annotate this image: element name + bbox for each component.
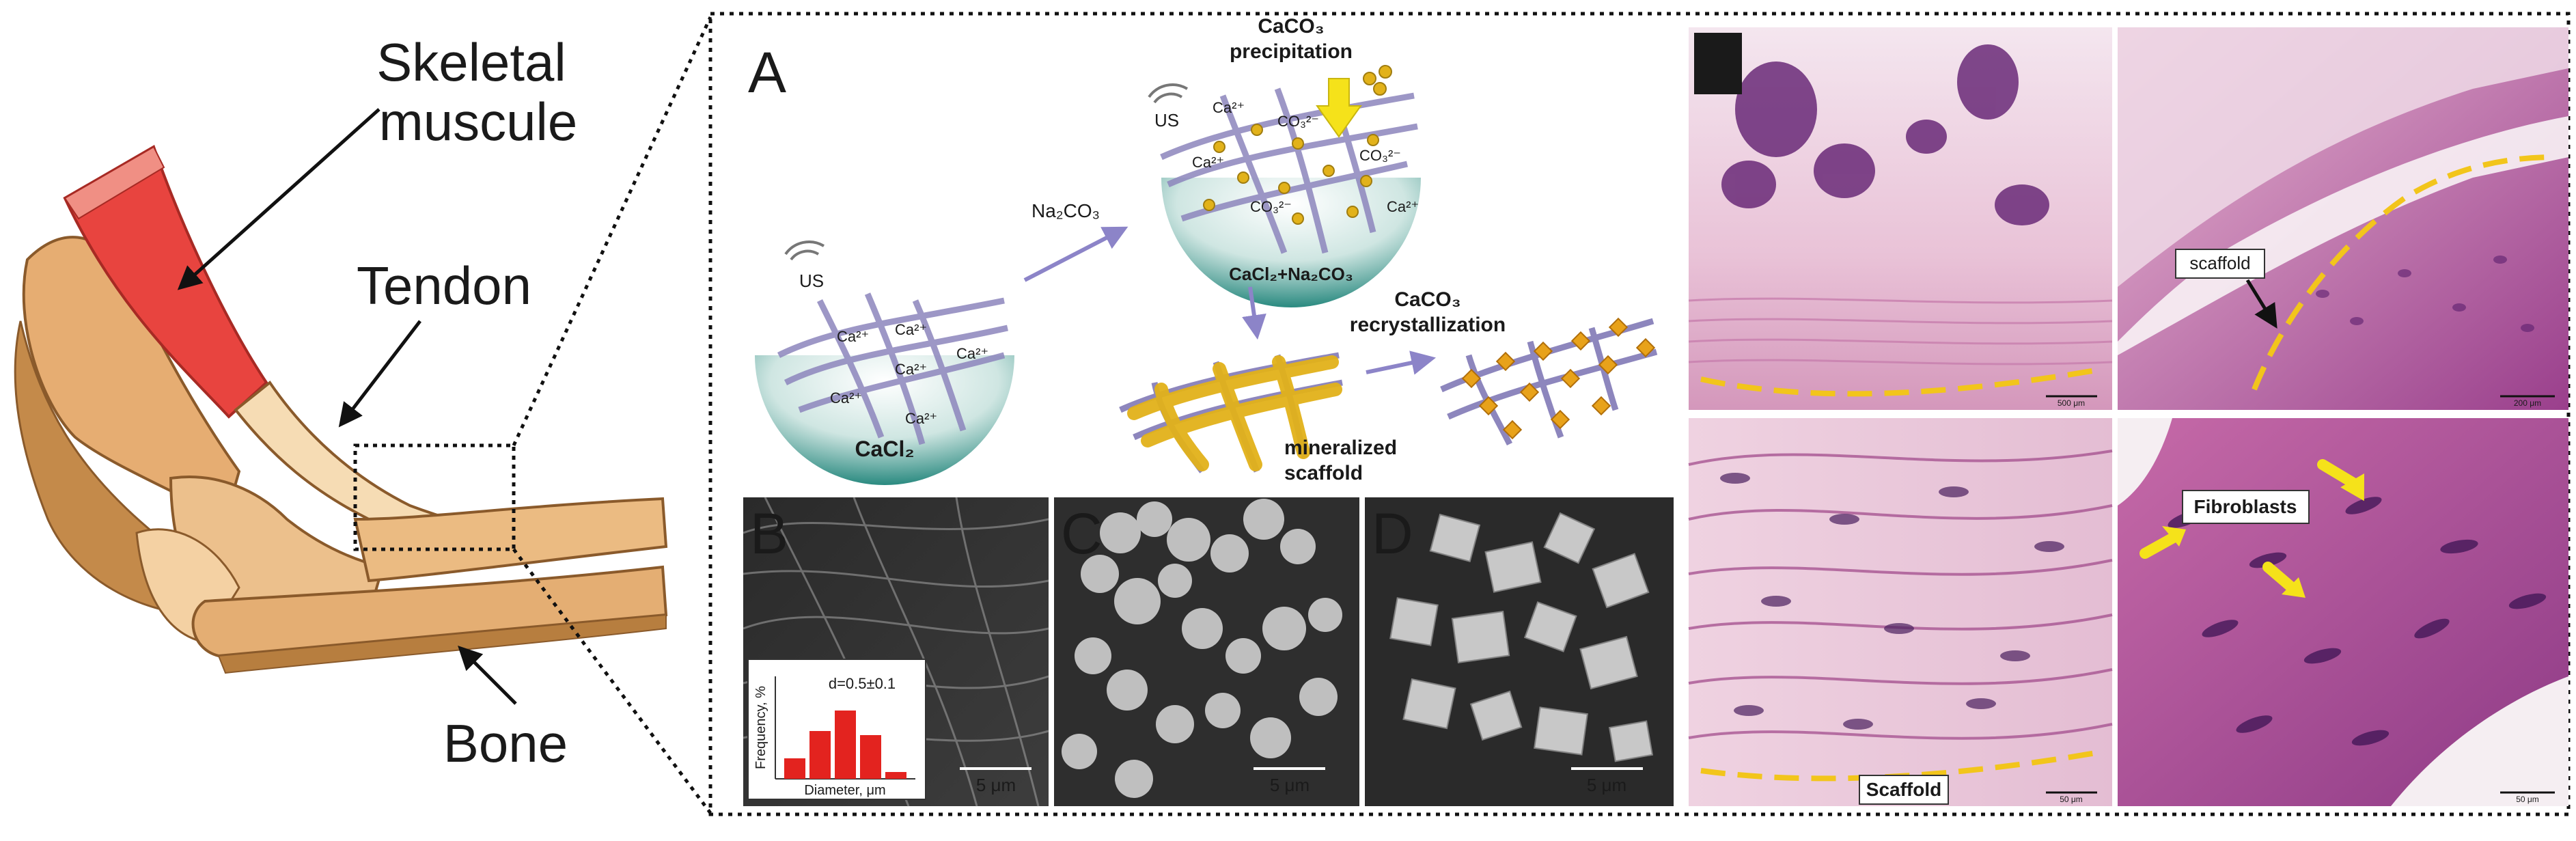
- arrow-bone: [458, 646, 517, 705]
- panel-letter-e: E: [1699, 34, 1737, 98]
- histology-bottom-left: Scaffold 50 μm: [1688, 418, 2113, 806]
- scale-bar-br: 50 μm: [2516, 795, 2539, 804]
- histogram-bar: [784, 758, 805, 779]
- label-skeletal-muscle-1: Skeletal: [376, 32, 566, 92]
- ca-ion-4: Ca²⁺: [895, 361, 927, 378]
- panel-letter-a: A: [748, 40, 786, 105]
- histogram-bar: [835, 711, 856, 779]
- label-caco3-precip-1: CaCO₃: [1258, 15, 1324, 38]
- label-mineralized-1: mineralized: [1284, 437, 1397, 459]
- scale-bar-tl: 500 μm: [2058, 398, 2085, 408]
- label-mineralized-2: scaffold: [1284, 462, 1363, 484]
- panel-c-sem: C 5 μm: [1054, 497, 1359, 806]
- anatomy-illustration: [14, 145, 668, 674]
- label-scaffold-bottom: Scaffold: [1866, 779, 1941, 800]
- ca-ion-6: Ca²⁺: [905, 410, 937, 427]
- histology-top-left: 500 μm E: [1688, 27, 2113, 410]
- histology-top-right: scaffold 200 μm: [2118, 27, 2568, 410]
- panel-a-scheme: A US CaCl₂ Ca²⁺ Ca²⁺ Ca²⁺ Ca²⁺ Ca²⁺ Ca²⁺…: [748, 15, 1658, 485]
- label-cacl2: CaCl₂: [855, 437, 914, 461]
- scale-bar-d: 5 μm: [1587, 775, 1626, 795]
- beaker-cacl2: [755, 355, 1014, 485]
- co3-ion-1: CO₃²⁻: [1277, 113, 1319, 130]
- ca-ion-8: Ca²⁺: [1192, 154, 1224, 171]
- label-fibroblasts: Fibroblasts: [2194, 496, 2297, 517]
- label-caco3-precip-2: precipitation: [1230, 40, 1353, 63]
- mineralized-scaffold-graphic: [1119, 352, 1343, 473]
- panel-letter-d: D: [1372, 501, 1413, 566]
- scaffold-boundary-tr: [2252, 154, 2556, 391]
- panel-d-sem: D 5 μm: [1365, 497, 1674, 806]
- histogram-xlabel: Diameter, μm: [804, 783, 885, 798]
- panel-b-sem: B 5 μm Frequency, % Diameter, μm d=0.5±0…: [743, 497, 1049, 807]
- histogram-bar: [860, 735, 881, 779]
- precip-arrow: [1316, 78, 1362, 138]
- panel-letter-b: B: [750, 501, 788, 566]
- scale-bar-b: 5 μm: [976, 775, 1016, 795]
- arrow-tendon: [338, 320, 421, 428]
- ca-ion-9: Ca²⁺: [1387, 198, 1419, 215]
- scale-bar-c: 5 μm: [1270, 775, 1310, 795]
- co3-ion-2: CO₃²⁻: [1359, 147, 1401, 164]
- recrystallized-scaffold-graphic: [1440, 317, 1658, 446]
- ca-ion-2: Ca²⁺: [895, 321, 927, 338]
- arrow-down: [1242, 286, 1266, 340]
- label-na2co3: Na₂CO₃: [1031, 200, 1100, 221]
- ca-ion-3: Ca²⁺: [956, 345, 988, 362]
- panel-letter-c: C: [1061, 501, 1103, 566]
- label-us-left: US: [799, 271, 824, 291]
- fibroblast-arrow-2: [2139, 531, 2181, 559]
- ca-ion-5: Ca²⁺: [830, 389, 862, 406]
- radius-bone: [353, 497, 668, 583]
- ca-ion-1: Ca²⁺: [837, 328, 869, 345]
- scale-bar-tr: 200 μm: [2514, 398, 2541, 408]
- scaffold-boundary-bl: [1700, 749, 2105, 782]
- arrow-recrystallize: [1366, 350, 1437, 375]
- label-tendon: Tendon: [357, 256, 531, 316]
- zoom-line-bottom: [512, 548, 712, 814]
- arrow-na2co3: [1023, 226, 1128, 282]
- scaffold-boundary-tl: [1700, 366, 2105, 397]
- histogram-annotation: d=0.5±0.1: [829, 675, 896, 692]
- arrow-muscle: [177, 108, 380, 290]
- label-skeletal-muscle-2: muscule: [379, 92, 577, 152]
- label-recryst-2: recrystallization: [1350, 314, 1506, 336]
- histogram-bar: [885, 772, 906, 779]
- ca-ion-7: Ca²⁺: [1213, 99, 1245, 116]
- histology-bottom-right: Fibroblasts 50 μm: [2118, 418, 2568, 806]
- co3-ion-3: CO₃²⁻: [1250, 198, 1292, 215]
- zoom-box: [353, 443, 516, 551]
- label-recryst-1: CaCO₃: [1394, 288, 1460, 311]
- zoom-line-top: [512, 16, 712, 447]
- diameter-histogram: Frequency, % Diameter, μm d=0.5±0.1: [747, 659, 926, 800]
- fibroblast-arrow-3: [2262, 562, 2297, 593]
- label-bone: Bone: [443, 713, 568, 773]
- label-us-top: US: [1154, 110, 1179, 130]
- label-scaffold-arrow: scaffold: [2189, 253, 2250, 273]
- beaker-mixture: [1161, 178, 1421, 307]
- histogram-bar: [809, 731, 831, 779]
- detail-frame: [708, 12, 2571, 816]
- panel-e-histology: 500 μm E scaffold 200 μm: [1688, 27, 2568, 806]
- scale-bar-bl: 50 μm: [2060, 795, 2083, 804]
- label-cacl2-na2co3: CaCl₂+Na₂CO₃: [1229, 264, 1353, 284]
- histogram-ylabel: Frequency, %: [753, 686, 768, 769]
